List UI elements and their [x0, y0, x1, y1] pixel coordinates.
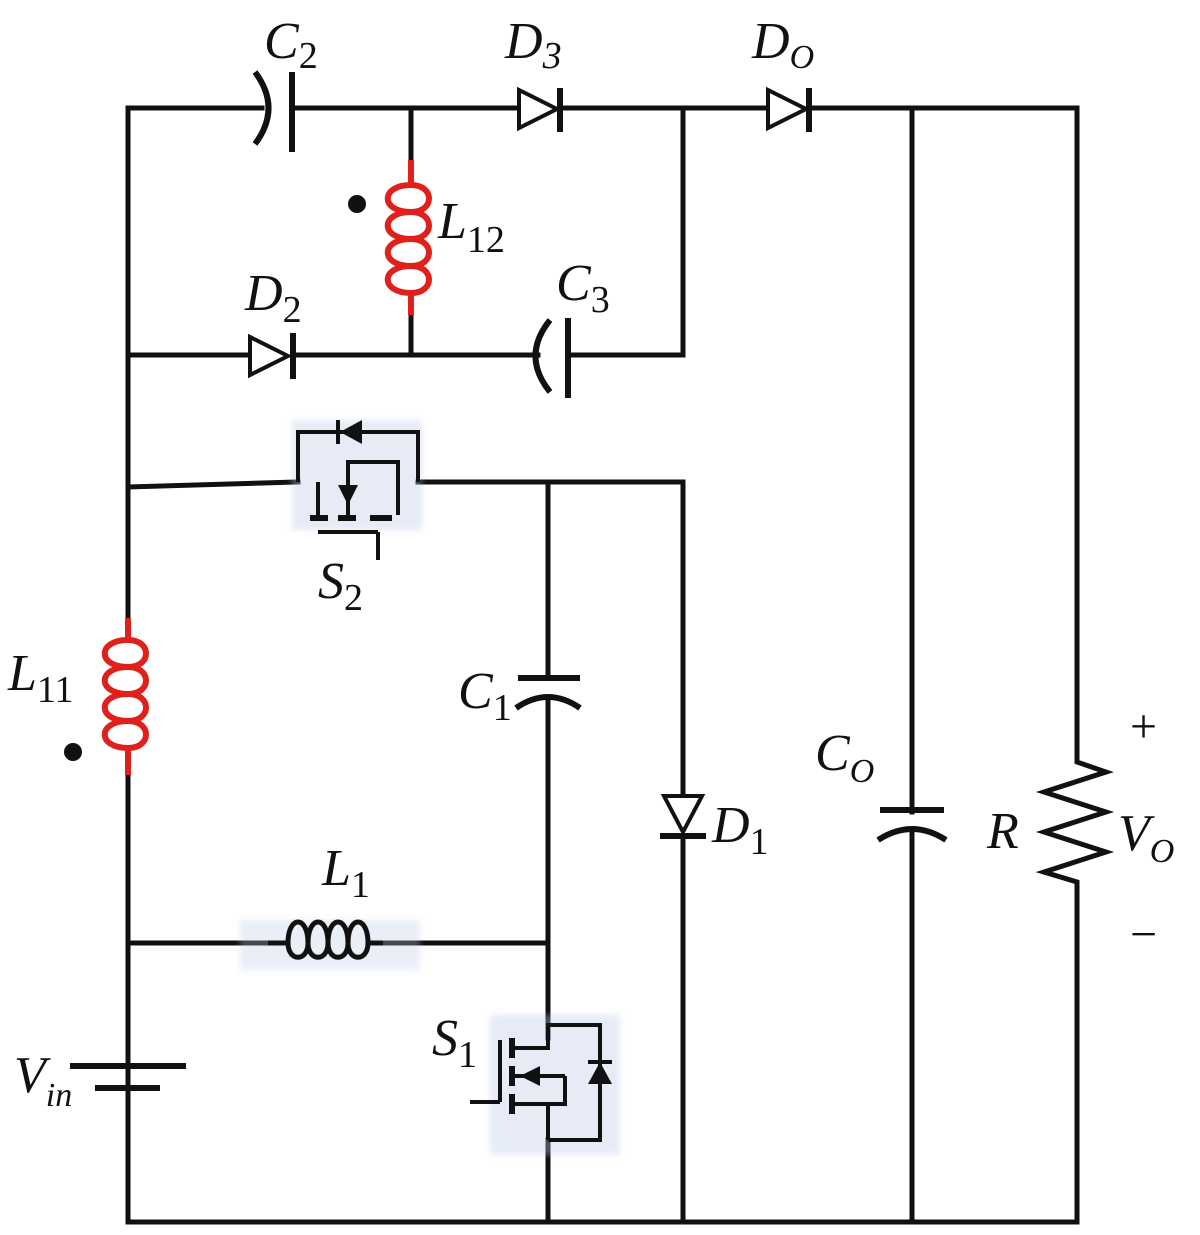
label-d3: D3	[504, 13, 562, 77]
polarity-dot-l11	[64, 743, 82, 761]
component-labels: C2 D3 DO L12 D2 C3 S2 L11 C1 CO + R VO D…	[7, 13, 1174, 1114]
inductor-l12	[348, 160, 432, 315]
diode-do	[766, 86, 812, 132]
label-co: CO	[815, 725, 874, 790]
diode-d3	[517, 86, 563, 132]
capacitor-c1	[514, 675, 582, 711]
label-vin: Vin	[14, 1047, 72, 1114]
label-minus: −	[1130, 908, 1157, 961]
inductor-l1	[240, 919, 420, 970]
capacitor-c2	[252, 70, 295, 152]
inductor-l11	[64, 618, 149, 775]
label-d1: D1	[711, 797, 769, 863]
capacitor-co	[876, 807, 948, 843]
mosfet-s1	[470, 1015, 620, 1155]
label-c3: C3	[556, 255, 610, 321]
capacitor-c3	[532, 318, 571, 398]
label-s2: S2	[318, 553, 363, 619]
diode-d1	[660, 794, 706, 839]
label-s1: S1	[432, 1010, 477, 1076]
label-d2: D2	[244, 265, 302, 331]
label-c1: C1	[458, 663, 512, 729]
diode-d2	[248, 333, 296, 379]
label-vo: VO	[1118, 805, 1174, 870]
label-l11: L11	[7, 645, 74, 711]
label-l12: L12	[437, 193, 505, 261]
label-plus: +	[1130, 700, 1157, 753]
wire-s2-left	[125, 479, 301, 490]
polarity-dot-l12	[348, 195, 366, 213]
label-do: DO	[751, 13, 814, 76]
battery-vin	[70, 940, 186, 1225]
wires	[125, 105, 1080, 1225]
label-l1: L1	[321, 840, 370, 906]
label-r: R	[986, 803, 1019, 860]
mosfet-s2	[292, 420, 422, 560]
resistor-r	[1035, 755, 1115, 895]
label-c2: C2	[264, 13, 318, 77]
